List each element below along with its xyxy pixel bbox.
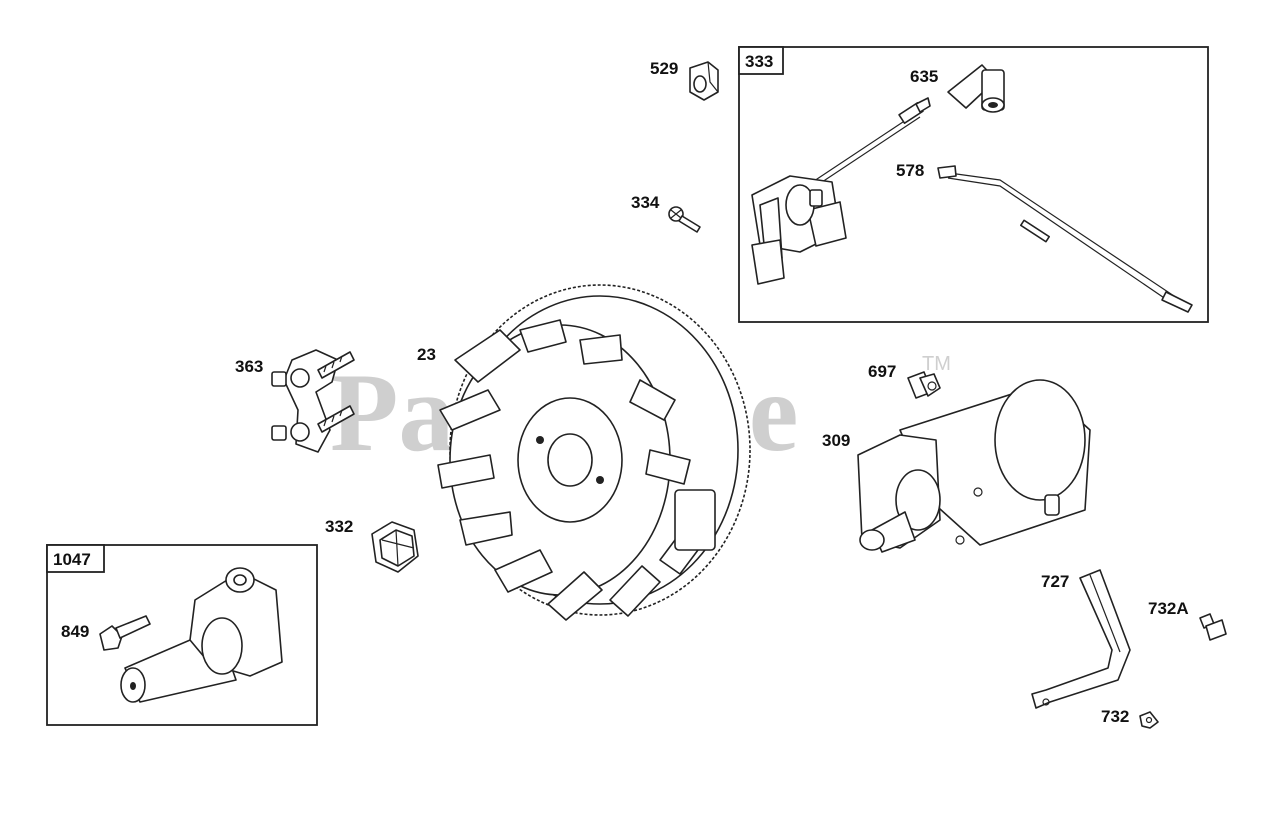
callout-635[interactable]: 635: [910, 67, 938, 86]
part-529-grommet[interactable]: [689, 61, 719, 101]
box-ignition-tag: [738, 46, 784, 75]
callout-23[interactable]: 23: [417, 345, 436, 364]
part-697-bolt[interactable]: [907, 371, 941, 399]
part-849-bolt[interactable]: [99, 615, 151, 651]
callout-363[interactable]: 363: [235, 357, 263, 376]
box-ignition: 333: [738, 46, 1209, 323]
callouts: 529 334 635 578 363 23 697 309 332 849 7…: [61, 59, 1189, 726]
callout-849[interactable]: 849: [61, 622, 89, 641]
part-332-nut[interactable]: [371, 521, 419, 573]
box-ignition-label: 333: [745, 52, 773, 71]
part-23-flywheel[interactable]: [437, 284, 751, 621]
callout-332[interactable]: 332: [325, 517, 353, 536]
part-635-spark-plug-boot[interactable]: [947, 64, 1005, 113]
box-camshaft: 1047: [46, 544, 318, 726]
callout-529[interactable]: 529: [650, 59, 678, 78]
box-camshaft-tag: [46, 544, 105, 573]
box-camshaft-frame: [46, 544, 318, 726]
callout-334[interactable]: 334: [631, 193, 660, 212]
callout-697[interactable]: 697: [868, 362, 896, 381]
callout-732A[interactable]: 732A: [1148, 599, 1189, 618]
box-ignition-frame: [738, 46, 1209, 323]
part-333-armature[interactable]: [751, 97, 931, 285]
part-334-screw[interactable]: [668, 206, 701, 233]
callout-309[interactable]: 309: [822, 431, 850, 450]
part-732-nut[interactable]: [1139, 711, 1159, 729]
part-578-ground-wire[interactable]: [937, 165, 1193, 313]
part-732A-screw[interactable]: [1199, 613, 1227, 641]
callout-578[interactable]: 578: [896, 161, 924, 180]
watermark-trademark: TM: [922, 353, 951, 375]
part-727-bracket[interactable]: [1031, 569, 1131, 709]
callout-732[interactable]: 732: [1101, 707, 1129, 726]
part-363-adapter[interactable]: [271, 349, 355, 453]
box-camshaft-label: 1047: [53, 550, 91, 569]
callout-727[interactable]: 727: [1041, 572, 1069, 591]
part-309-starter[interactable]: [857, 379, 1091, 553]
part-1047-camshaft[interactable]: [120, 567, 283, 703]
